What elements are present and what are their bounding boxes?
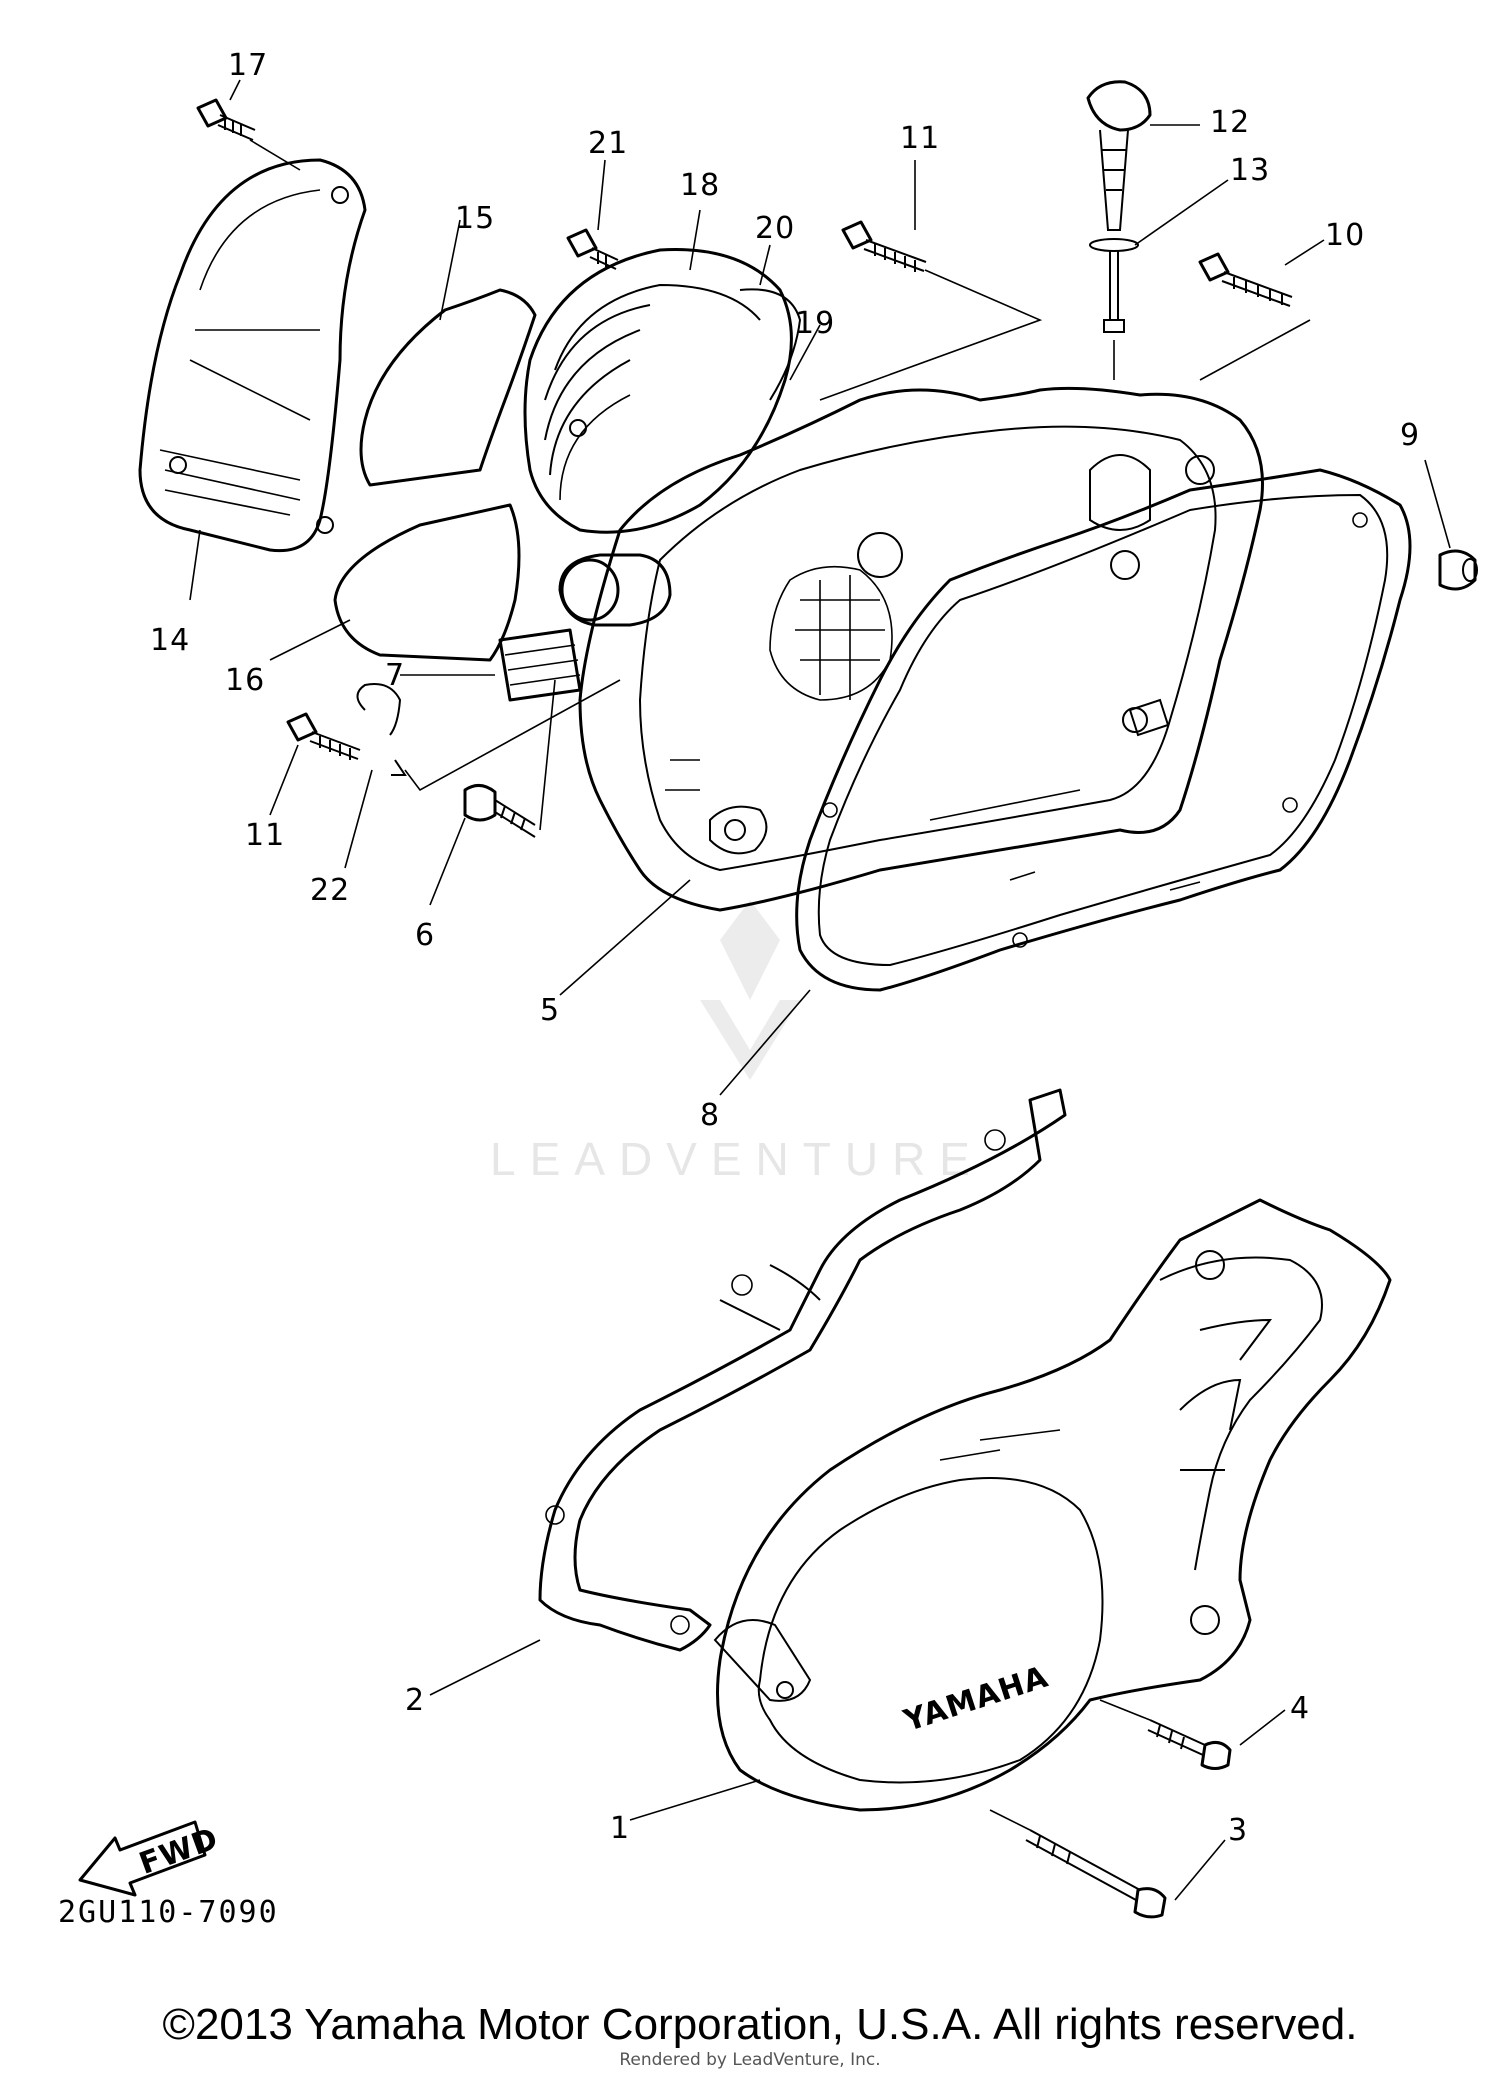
fwd-label: FWD [135,1821,224,1882]
part-10-bolt [1198,252,1311,381]
callout-9: 9 [1400,418,1420,453]
callout-11-lower: 11 [245,818,285,853]
callout-11-upper: 11 [900,121,940,156]
copyright-text: ©2013 Yamaha Motor Corporation, U.S.A. A… [162,2000,1358,2049]
callout-7: 7 [385,658,405,693]
part-5-crankcase-cover [558,386,1264,912]
part-14-cover [138,158,367,553]
callout-10: 10 [1325,218,1365,253]
callout-2: 2 [405,1683,425,1718]
part-11-bolt-upper [819,220,1043,401]
callout-15: 15 [455,201,495,236]
watermark-text: LEADVENTURE [490,1133,984,1185]
callout-12: 12 [1210,105,1250,140]
part-12-13-dipstick [1086,80,1152,380]
part-11-bolt-lower [286,712,361,760]
part-8-gasket [795,468,1412,992]
callout-6: 6 [415,918,435,953]
callout-8: 8 [700,1098,720,1133]
part-18-20-drum [523,248,802,534]
callout-21: 21 [588,126,628,161]
part-6-bolt [463,679,556,838]
callout-13: 13 [1230,153,1270,188]
part-7-filter [498,628,582,702]
part-1-cover: YAMAHA [713,1198,1392,1812]
part-22-clip [356,679,621,792]
callout-labels: 1 2 3 4 5 6 7 8 9 10 11 11 12 13 14 15 1… [150,48,1420,1848]
callout-20: 20 [755,211,795,246]
callout-3: 3 [1228,1813,1248,1848]
callout-4: 4 [1290,1691,1310,1726]
leader-lines [189,79,1451,1901]
callout-17: 17 [228,48,268,83]
part-9-dowel [1438,549,1478,591]
part-4-bolt [1099,1699,1232,1770]
callout-1: 1 [610,1811,630,1846]
part-15-gasket [359,288,537,487]
callout-5: 5 [540,993,560,1028]
watermark: LEADVENTURE [490,900,984,1185]
callout-16: 16 [225,663,265,698]
part-3-bolt [989,1809,1167,1919]
part-code: 2GU110-7090 [58,1895,279,1930]
callout-14: 14 [150,623,190,658]
callout-18: 18 [680,168,720,203]
part-17-bolt [196,98,301,171]
callout-22: 22 [310,873,350,908]
part-16-plate [333,503,521,662]
fwd-arrow-icon: FWD [78,1820,224,1897]
part-21-bolt [566,228,619,270]
part-2-gasket [538,1088,1067,1652]
rendered-by-text: Rendered by LeadVenture, Inc. [619,2050,881,2070]
callout-19: 19 [795,306,835,341]
yamaha-logo: YAMAHA [899,1660,1053,1740]
